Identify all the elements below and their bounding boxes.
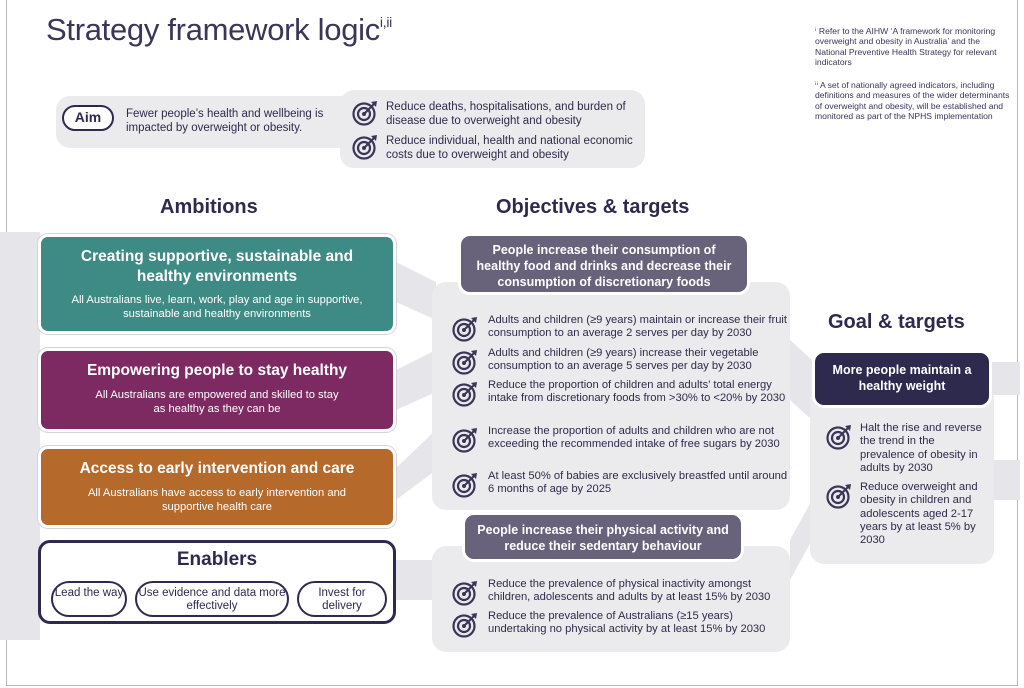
ambition-text: All Australians live, learn, work, play … — [71, 294, 363, 320]
objective-target-item: Reduce the proportion of children and ad… — [450, 379, 790, 407]
objective-target-item: Adults and children (≥9 years) increase … — [450, 347, 790, 375]
goal-target-text: Reduce overweight and obesity in childre… — [860, 481, 978, 547]
objective-target-item: Reduce the prevalence of Australians (≥1… — [450, 610, 790, 638]
objective-title-food: People increase their consumption of hea… — [458, 233, 750, 295]
target-arrow-icon — [452, 613, 477, 638]
enablers-panel: Enablers Lead the way Use evidence and d… — [38, 540, 396, 624]
ambition-card-environments: Creating supportive, sustainable and hea… — [38, 234, 396, 334]
ambition-title: Access to early intervention and care — [79, 460, 355, 477]
objective-target-text: Reduce the prevalence of physical inacti… — [488, 578, 771, 604]
ambition-text: All Australians are empowered and skille… — [95, 389, 339, 415]
target-arrow-icon — [452, 428, 477, 453]
goal-target-item: Halt the rise and reverse the trend in t… — [826, 422, 988, 475]
aim-text: Fewer people’s health and wellbeing is i… — [126, 108, 324, 134]
target-arrow-icon — [452, 350, 477, 375]
ambition-title: Creating supportive, sustainable and hea… — [80, 248, 354, 285]
objective-target-text: Reduce the prevalence of Australians (≥1… — [488, 610, 766, 636]
goal-heading: Goal & targets — [828, 311, 965, 333]
page-title: Strategy framework logici,ii — [46, 12, 392, 47]
target-arrow-icon — [452, 581, 477, 606]
aim-outcome-text: Reduce individual, health and national e… — [386, 135, 633, 161]
objective-title-activity: People increase their physical activity … — [462, 512, 744, 562]
objective-target-text: Adults and children (≥9 years) increase … — [488, 347, 759, 373]
title-superscript: i,ii — [379, 14, 392, 30]
footnote-i: ⁱ Refer to the AIHW ‘A framework for mon… — [815, 26, 997, 68]
aim-outcomes-panel — [340, 90, 645, 168]
objective-target-item: At least 50% of babies are exclusively b… — [450, 470, 790, 498]
ambition-title: Empowering people to stay healthy — [86, 362, 348, 379]
objective-target-text: Adults and children (≥9 years) maintain … — [488, 314, 788, 340]
target-arrow-icon — [452, 317, 477, 342]
target-arrow-icon — [352, 135, 377, 160]
goal-target-text: Halt the rise and reverse the trend in t… — [860, 422, 982, 474]
aim-outcome-text: Reduce deaths, hospitalisations, and bur… — [386, 101, 626, 127]
target-arrow-icon — [826, 484, 851, 509]
target-arrow-icon — [452, 473, 477, 498]
objective-target-text: Increase the proportion of adults and ch… — [488, 425, 780, 451]
goal-title: More people maintain a healthy weight — [812, 350, 992, 408]
objective-panel-food — [432, 282, 790, 510]
objective-panel-activity — [432, 546, 790, 652]
target-arrow-icon — [452, 382, 477, 407]
objective-target-item: Adults and children (≥9 years) maintain … — [450, 314, 790, 342]
aim-outcome-item: Reduce deaths, hospitalisations, and bur… — [352, 100, 642, 128]
enablers-title: Enablers — [176, 549, 258, 570]
goal-target-item: Reduce overweight and obesity in childre… — [826, 481, 988, 547]
objective-target-text: At least 50% of babies are exclusively b… — [488, 470, 788, 496]
objective-target-item: Increase the proportion of adults and ch… — [450, 425, 790, 453]
objective-target-text: Reduce the proportion of children and ad… — [488, 379, 786, 405]
target-arrow-icon — [826, 425, 851, 450]
footnote-ii: ⁱⁱ A set of nationally agreed indicators… — [815, 80, 1010, 122]
enabler-invest: Invest for delivery — [297, 581, 387, 617]
aim-label: Aim — [62, 105, 114, 131]
ambition-card-early-intervention: Access to early intervention and care Al… — [38, 446, 396, 528]
objective-target-item: Reduce the prevalence of physical inacti… — [450, 578, 790, 606]
enabler-lead-the-way: Lead the way — [51, 581, 127, 617]
ambition-text: All Australians have access to early int… — [87, 487, 347, 513]
ambitions-heading: Ambitions — [160, 196, 258, 218]
aim-outcome-item: Reduce individual, health and national e… — [352, 134, 642, 162]
ambition-card-empowering: Empowering people to stay healthy All Au… — [38, 348, 396, 432]
enabler-use-evidence: Use evidence and data more effectively — [135, 581, 289, 617]
target-arrow-icon — [352, 101, 377, 126]
objectives-heading: Objectives & targets — [496, 196, 690, 218]
goal-panel — [810, 386, 994, 564]
